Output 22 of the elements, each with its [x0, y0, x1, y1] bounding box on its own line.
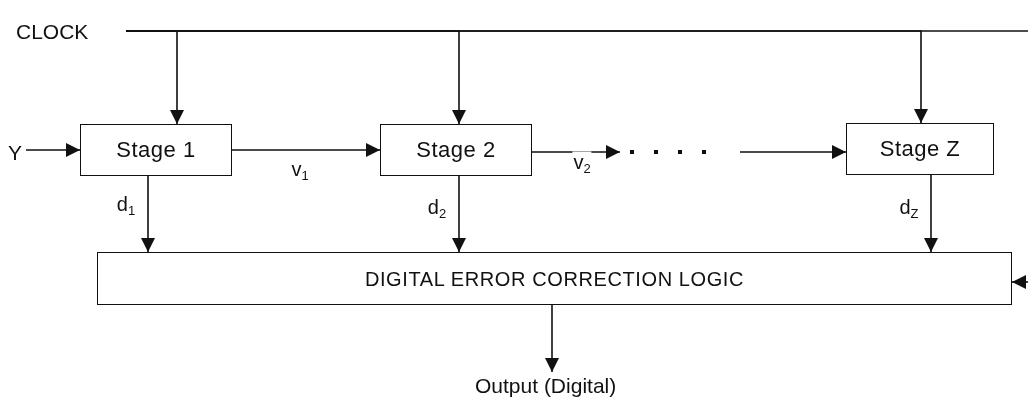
box-label: Stage 2 [416, 139, 496, 161]
stage-box [846, 123, 994, 175]
arrow [231, 143, 381, 157]
arrow [452, 175, 466, 253]
signal-label: CLOCK [16, 20, 89, 42]
arrow [924, 174, 938, 253]
arrow [1011, 275, 1028, 289]
box-label: Stage 1 [116, 139, 196, 161]
logic-box [97, 252, 1012, 305]
edge-label: d$_{Z}$ [898, 196, 920, 220]
output-label: Output (Digital) [475, 374, 617, 396]
edge-label: v$_{2}$ [572, 151, 592, 175]
box-label: DIGITAL ERROR CORRECTION LOGIC [364, 268, 745, 289]
edge-label: d$_{1}$ [115, 193, 137, 217]
edge-label: d$_{2}$ [426, 196, 448, 220]
box-label: Stage Z [879, 138, 961, 160]
stage-box [80, 124, 232, 176]
arrow [141, 175, 155, 253]
arrow [545, 304, 559, 373]
input-label: Y [8, 141, 22, 163]
arrow [25, 143, 81, 157]
stage-box [380, 124, 532, 176]
